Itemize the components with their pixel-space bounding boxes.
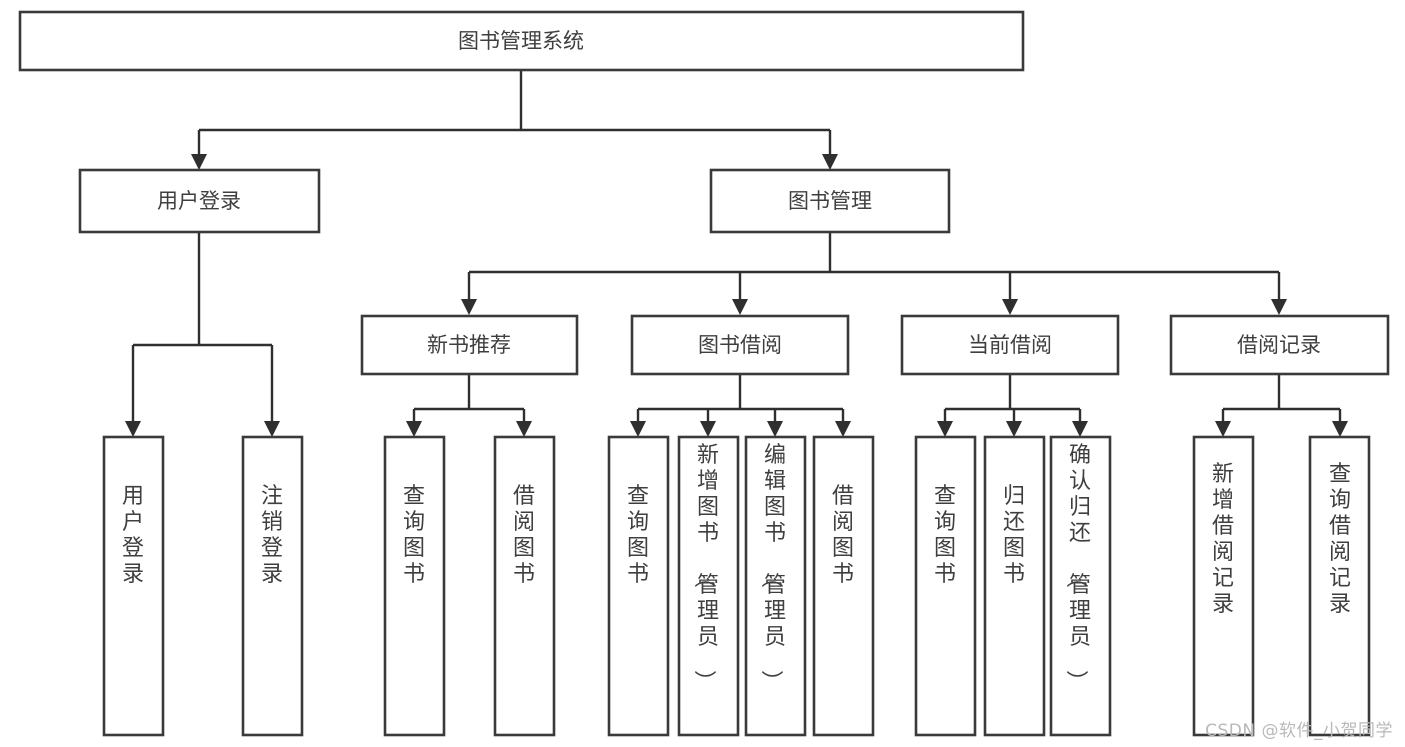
node-root[interactable]: 图书管理系统 [18,10,1025,72]
arrow-to-book-management [822,154,838,170]
leaf-borrow-book-1[interactable]: 借阅图书 [493,435,556,737]
arrow-to-leaf-query-book-3 [937,421,953,437]
leaf-borrow-book-1-box[interactable] [493,435,556,737]
arrow-to-leaf-add-record [1215,421,1231,437]
node-user-login[interactable]: 用户登录 [78,168,321,234]
leaf-query-book-1-box[interactable] [383,435,446,737]
node-borrow-record-box[interactable] [1169,314,1390,376]
node-user-login-box[interactable] [78,168,321,234]
leaf-borrow-book-1-label: 借阅图书 [513,484,535,587]
leaf-add-book-box[interactable] [677,435,740,737]
connector-group-new-book-recommend [406,374,532,437]
leaf-query-book-2-box[interactable] [607,435,670,737]
arrow-to-leaf-borrow-book-2 [835,421,851,437]
leaf-add-book[interactable]: 新增图书（管理员） [677,435,740,737]
leaf-return-book-label: 归还图书 [1003,484,1025,587]
leaf-query-book-1-label: 查询图书 [403,484,425,587]
node-current-borrow[interactable]: 当前借阅 [900,314,1120,376]
leaf-query-book-2-label: 查询图书 [627,484,649,587]
connector-group-root [191,70,838,170]
arrow-to-leaf-logout-login [264,421,280,437]
leaf-confirm-return-box[interactable] [1049,435,1112,737]
arrow-to-leaf-query-book-1 [406,421,422,437]
arrow-to-user-login [191,154,207,170]
leaf-query-book-3-label: 查询图书 [934,484,956,587]
node-root-label: 图书管理系统 [458,29,584,53]
leaf-logout-login-label: 注销登录 [261,484,283,587]
csdn-watermark: CSDN @软件_小贺同学 [1205,721,1393,741]
node-current-borrow-label: 当前借阅 [968,333,1052,357]
arrow-to-leaf-query-record [1332,421,1348,437]
node-new-book-recommend-label: 新书推荐 [427,333,511,357]
arrow-to-leaf-user-login [125,421,141,437]
arrow-to-leaf-query-book-2 [630,421,646,437]
connector-group-current-borrow [937,374,1088,437]
leaf-return-book[interactable]: 归还图书 [983,435,1046,737]
arrow-to-leaf-return-book [1006,421,1022,437]
leaf-query-record-label: 查询借阅记录 [1329,462,1351,617]
leaf-confirm-return[interactable]: 确认归还（管理员） [1049,435,1112,737]
arrow-to-leaf-borrow-book-1 [516,421,532,437]
node-book-borrow-box[interactable] [630,314,850,376]
leaf-query-book-1[interactable]: 查询图书 [383,435,446,737]
arrow-to-borrow-record [1271,299,1287,315]
node-new-book-recommend[interactable]: 新书推荐 [360,314,579,376]
leaf-add-record-box[interactable] [1192,435,1255,737]
leaf-logout-login[interactable]: 注销登录 [241,435,304,737]
leaf-query-book-2[interactable]: 查询图书 [607,435,670,737]
leaf-borrow-book-2-label: 借阅图书 [832,484,854,587]
node-borrow-record-label: 借阅记录 [1237,333,1321,357]
leaf-user-login[interactable]: 用户登录 [102,435,165,737]
leaf-user-login-box[interactable] [102,435,165,737]
connector-group-borrow-record [1215,374,1348,437]
arrow-to-new-book-recommend [461,299,477,315]
leaf-query-record[interactable]: 查询借阅记录 [1308,435,1371,737]
node-book-management-label: 图书管理 [788,189,872,213]
leaf-edit-book-label: 编辑图书（管理员） [758,443,786,692]
leaf-confirm-return-label: 确认归还（管理员） [1063,443,1091,692]
leaf-query-book-3-box[interactable] [914,435,977,737]
leaf-borrow-book-2[interactable]: 借阅图书 [812,435,875,737]
leaf-edit-book[interactable]: 编辑图书（管理员） [744,435,807,737]
leaf-add-record[interactable]: 新增借阅记录 [1192,435,1255,737]
leaf-query-record-box[interactable] [1308,435,1371,737]
leaf-user-login-label: 用户登录 [122,484,144,587]
node-current-borrow-box[interactable] [900,314,1120,376]
node-user-login-label: 用户登录 [157,189,241,213]
leaf-add-record-label: 新增借阅记录 [1212,462,1234,617]
node-book-management[interactable]: 图书管理 [709,168,951,234]
arrow-to-leaf-edit-book [767,421,783,437]
leaf-add-book-label: 新增图书（管理员） [691,443,719,692]
node-borrow-record[interactable]: 借阅记录 [1169,314,1390,376]
node-new-book-recommend-box[interactable] [360,314,579,376]
leaf-return-book-box[interactable] [983,435,1046,737]
leaf-borrow-book-2-box[interactable] [812,435,875,737]
node-book-management-box[interactable] [709,168,951,234]
node-book-borrow-label: 图书借阅 [698,333,782,357]
leaf-logout-login-box[interactable] [241,435,304,737]
leaf-edit-book-box[interactable] [744,435,807,737]
arrow-to-current-borrow [1002,299,1018,315]
connector-group-book-borrow [630,374,851,437]
arrow-to-book-borrow [732,299,748,315]
node-root-box[interactable] [18,10,1025,72]
leaf-query-book-3[interactable]: 查询图书 [914,435,977,737]
node-book-borrow[interactable]: 图书借阅 [630,314,850,376]
arrow-to-leaf-confirm-return [1072,421,1088,437]
connector-group-book-management [461,232,1287,315]
connector-group-user-login [125,232,280,437]
arrow-to-leaf-add-book [700,421,716,437]
